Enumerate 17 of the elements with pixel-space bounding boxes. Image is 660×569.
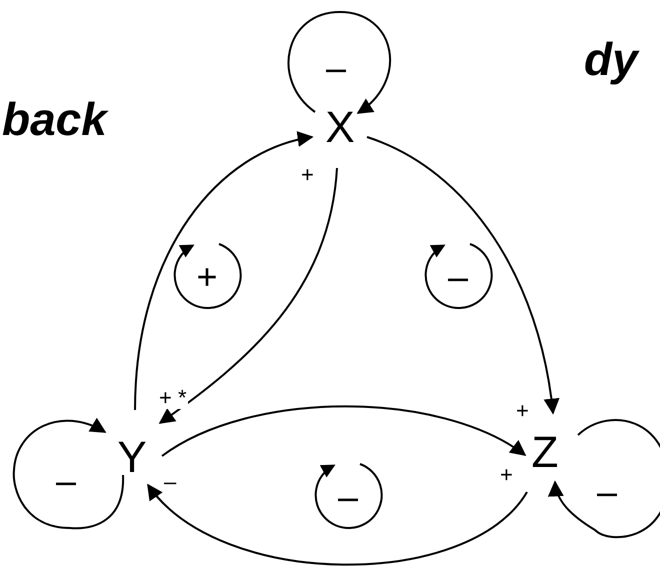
curved-arrow bbox=[158, 168, 338, 424]
loop-sign: + bbox=[196, 259, 218, 295]
self-loop-arrow bbox=[548, 419, 660, 538]
self-loop-arrow bbox=[288, 11, 391, 114]
heading-text: dy bbox=[584, 36, 638, 82]
variable-label: Z bbox=[525, 431, 565, 475]
loop-sign: – bbox=[338, 479, 358, 515]
curved-arrow bbox=[146, 484, 528, 566]
variable-label: Y bbox=[112, 436, 152, 480]
variable-label: X bbox=[320, 106, 360, 150]
curved-arrow bbox=[134, 132, 314, 410]
loop-sign: – bbox=[448, 259, 468, 295]
curved-arrow bbox=[161, 405, 526, 457]
heading-text: back bbox=[2, 96, 107, 142]
self-loop-arrow bbox=[12, 418, 124, 530]
curved-arrow bbox=[366, 136, 559, 415]
edge-label: + * bbox=[158, 387, 188, 409]
